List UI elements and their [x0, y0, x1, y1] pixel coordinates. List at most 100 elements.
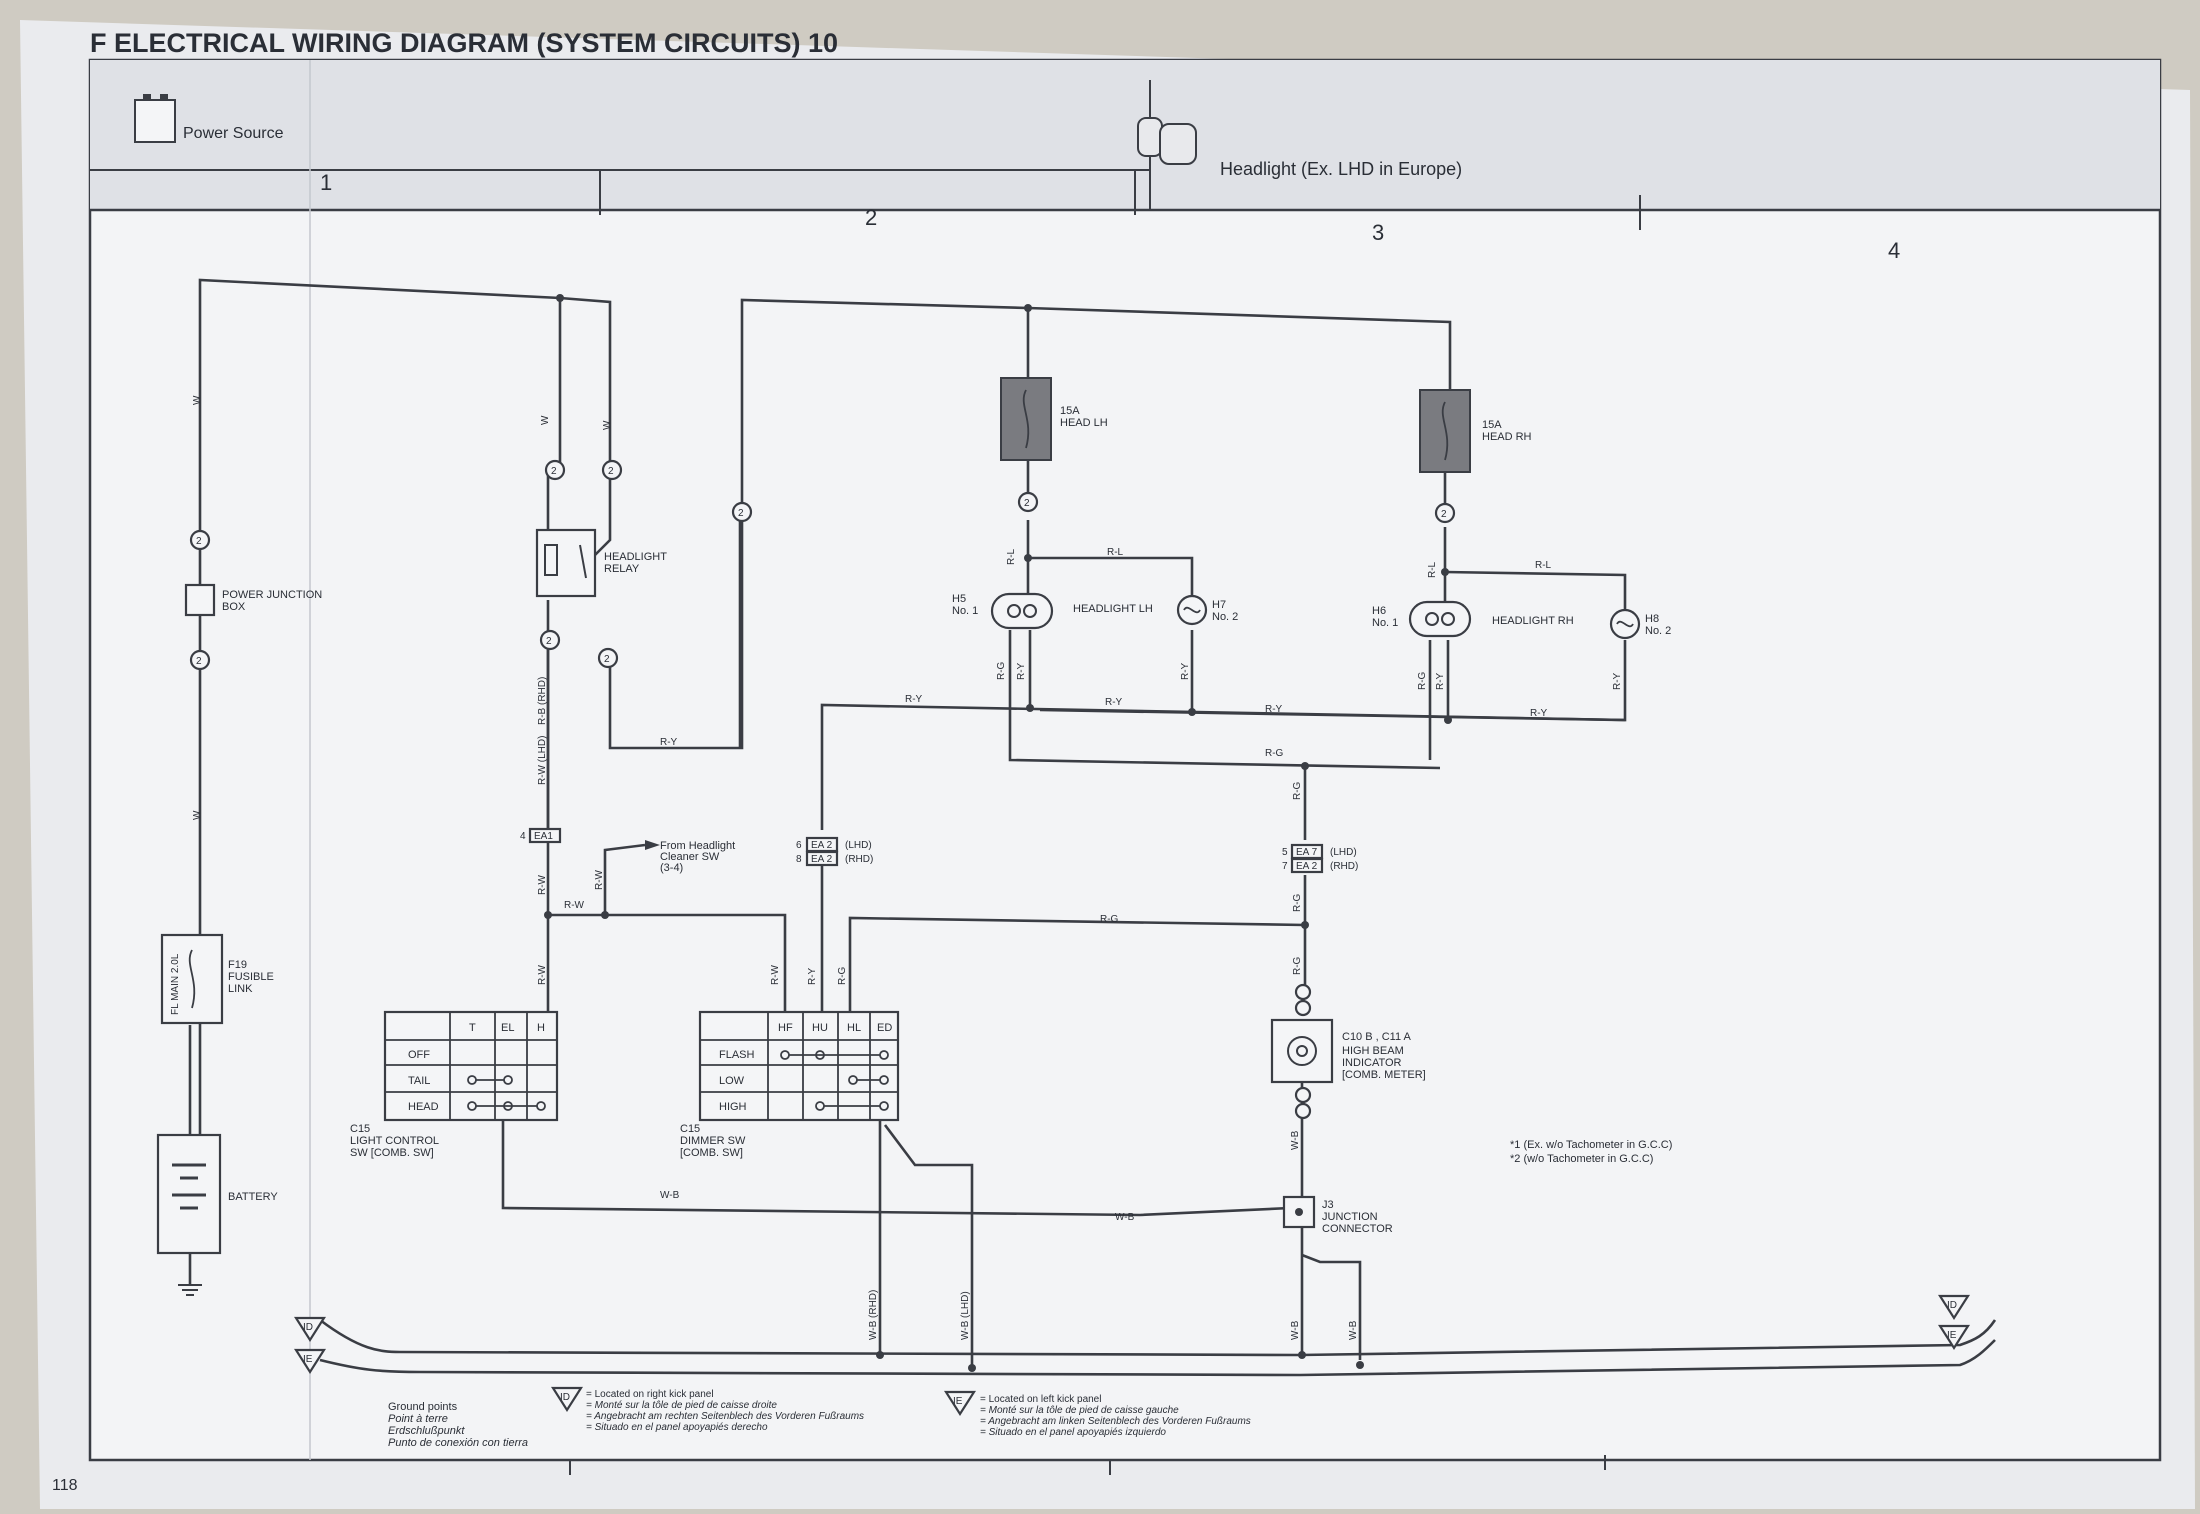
light-sw-row-off: OFF [408, 1049, 430, 1061]
svg-text:2: 2 [196, 656, 202, 667]
headlight-icon [1137, 117, 1197, 165]
svg-text:R-Y: R-Y [807, 967, 818, 985]
fusible-label-2: FUSIBLE [228, 971, 274, 983]
column-4-label: 4 [1888, 238, 1900, 263]
dimmer-switch [698, 1010, 900, 1122]
svg-text:W: W [192, 810, 203, 820]
svg-text:R-W: R-W [537, 964, 548, 985]
connector-ea2-lhd-note: (LHD) [845, 840, 872, 851]
fuse-head-rh-symbol [1441, 401, 1449, 461]
connector-ea1-label: EA1 [534, 831, 553, 842]
ground-symbol [178, 1284, 202, 1296]
connector-markers: 2 2 2 2 2 2 2 2 2 [189, 459, 1456, 671]
j3-id: J3 [1322, 1199, 1334, 1211]
legend-id-icon [550, 1386, 584, 1413]
dimmer-col-hf: HF [778, 1022, 793, 1034]
light-sw-col-t: T [469, 1022, 476, 1034]
svg-text:2: 2 [604, 654, 610, 665]
battery-icon [134, 94, 176, 143]
svg-text:R-G: R-G [996, 661, 1007, 680]
svg-text:IE: IE [303, 1354, 313, 1365]
page-number: 118 [52, 1477, 78, 1494]
h8-id: H8 [1645, 613, 1659, 625]
fuse-lh-amp: 15A [1060, 405, 1080, 417]
h7-id: H7 [1212, 599, 1226, 611]
svg-text:R-G: R-G [1292, 893, 1303, 912]
svg-text:2: 2 [546, 636, 552, 647]
hb-ind-label-2: INDICATOR [1342, 1057, 1402, 1069]
dimmer-title-2: DIMMER SW [680, 1135, 746, 1147]
svg-text:2: 2 [738, 508, 744, 519]
light-sw-title-2: LIGHT CONTROL [350, 1135, 439, 1147]
connector-ea2-b [1290, 857, 1324, 874]
headlight-rh-label: HEADLIGHT RH [1492, 615, 1574, 627]
light-sw-row-tail: TAIL [408, 1075, 430, 1087]
high-beam-indicator [1270, 1018, 1334, 1084]
diagram-frame [88, 58, 2162, 1462]
fusible-label-1: F19 [228, 959, 247, 971]
legend-ie-icon [943, 1390, 977, 1417]
fusible-link-symbol [188, 949, 196, 1009]
svg-text:2: 2 [196, 536, 202, 547]
ground-title-es: Punto de conexión con tierra [388, 1437, 528, 1449]
j3-label-1: JUNCTION [1322, 1211, 1378, 1223]
svg-text:R-Y: R-Y [1435, 672, 1446, 690]
fuse-rh-name: HEAD RH [1482, 431, 1532, 443]
svg-text:R-W: R-W [594, 869, 605, 890]
svg-text:R-W (LHD): R-W (LHD) [537, 736, 548, 785]
h5-no: No. 1 [952, 605, 978, 617]
dimmer-col-hu: HU [812, 1022, 828, 1034]
svg-text:R-G: R-G [1265, 748, 1284, 759]
relay-label-1: HEADLIGHT [604, 551, 667, 563]
svg-text:2: 2 [608, 466, 614, 477]
connector-ea2-rhd-label: EA 2 [811, 854, 833, 865]
svg-text:R-Y: R-Y [660, 737, 678, 748]
h7-no: No. 2 [1212, 611, 1238, 623]
svg-text:R-G: R-G [1100, 914, 1119, 925]
light-control-switch [383, 1010, 559, 1122]
section-headlight: Headlight (Ex. LHD in Europe) [1220, 159, 1462, 179]
fusible-link [160, 933, 224, 1025]
legend-ie-en: = Located on left kick panel [980, 1394, 1101, 1405]
legend-ie-es: = Situado en el panel apoyapiés izquierd… [980, 1427, 1166, 1438]
power-junction-label-1: POWER JUNCTION [222, 589, 322, 601]
legend-ie-fr: = Monté sur la tôle de pied de caisse ga… [980, 1405, 1179, 1416]
svg-text:R-Y: R-Y [1612, 672, 1623, 690]
svg-text:W-B: W-B [1348, 1320, 1359, 1340]
svg-text:R-L: R-L [1535, 560, 1552, 571]
svg-text:ID: ID [1947, 1300, 1957, 1311]
svg-text:2: 2 [1024, 498, 1030, 509]
connector-ea2-b-note: (RHD) [1330, 861, 1358, 872]
hb-ind-label-1: HIGH BEAM [1342, 1045, 1404, 1057]
dimmer-col-hl: HL [847, 1022, 861, 1034]
power-junction-label-2: BOX [222, 601, 246, 613]
svg-text:R-L: R-L [1006, 548, 1017, 565]
dimmer-title-1: C15 [680, 1123, 700, 1135]
j3-label-2: CONNECTOR [1322, 1223, 1393, 1235]
section-power-source: Power Source [183, 125, 284, 142]
dimmer-col-ed: ED [877, 1022, 892, 1034]
hb-ind-connector: C10 B , C11 A [1342, 1031, 1412, 1043]
svg-text:R-Y: R-Y [1180, 662, 1191, 680]
hb-ind-label-3: [COMB. METER] [1342, 1069, 1426, 1081]
arrow-from-cleaner [645, 840, 660, 850]
relay-label-2: RELAY [604, 563, 640, 575]
svg-text:R-Y: R-Y [1105, 697, 1123, 708]
column-1-label: 1 [320, 170, 332, 195]
svg-text:W-B: W-B [1290, 1130, 1301, 1150]
svg-text:R-G: R-G [1292, 781, 1303, 800]
dimmer-row-low: LOW [719, 1075, 745, 1087]
connector-ea7-label: EA 7 [1296, 847, 1318, 858]
from-cleaner-1: From Headlight [660, 840, 735, 852]
ground-title-de: Erdschlußpunkt [388, 1425, 465, 1437]
svg-text:R-Y: R-Y [905, 694, 923, 705]
wires [188, 278, 1997, 1377]
svg-text:2: 2 [1441, 509, 1447, 520]
relay-coil [544, 544, 558, 576]
light-sw-row-head: HEAD [408, 1101, 439, 1113]
svg-text:W-B (RHD): W-B (RHD) [868, 1290, 879, 1340]
svg-text:W-B: W-B [660, 1190, 680, 1201]
svg-text:R-B (RHD): R-B (RHD) [537, 677, 548, 725]
svg-text:R-G: R-G [1417, 671, 1428, 690]
